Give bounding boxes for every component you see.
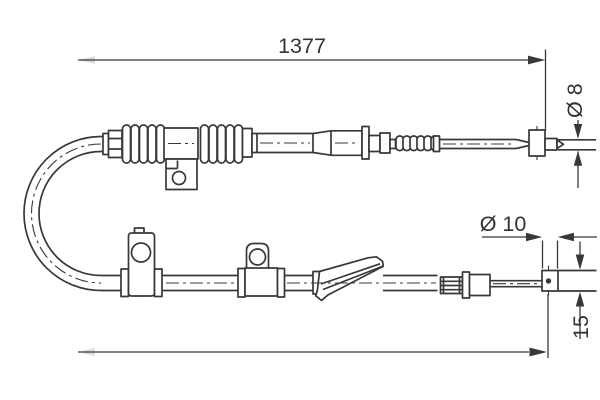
center-body <box>163 127 199 191</box>
dimension-label-overall-length: 1377 <box>278 34 326 58</box>
cable-end-block <box>541 265 597 296</box>
dimension-lower-end-fitting-length: 15 <box>569 241 593 339</box>
dimension-upper-end-diameter: Ø 8 <box>563 83 587 188</box>
upper-cable-assembly <box>23 124 596 292</box>
bracket-hole <box>171 170 187 186</box>
lower-cable-assembly <box>120 227 597 302</box>
cable-adjuster <box>439 271 491 299</box>
inner-cable-upper <box>439 138 530 150</box>
dimension-bottom-length <box>78 294 549 358</box>
bellows-boot-right <box>199 124 244 164</box>
cable-curve <box>23 135 122 292</box>
dimension-label-upper-end-diameter: Ø 8 <box>563 83 587 118</box>
bellows-boot-left <box>121 124 166 164</box>
clamp-bracket-1 <box>120 227 163 298</box>
conduit-tube <box>241 125 397 160</box>
lower-tube-1 <box>162 274 238 292</box>
crimped-bead-section <box>395 135 441 153</box>
hex-fitting <box>102 129 123 159</box>
cable-end-barrel <box>528 126 596 160</box>
equalizer-lever <box>314 255 385 302</box>
dimension-overall-length: 1377 <box>78 34 547 131</box>
clamp-bracket-2 <box>237 242 286 298</box>
dimension-lower-end-diameter: Ø 10 <box>480 212 597 269</box>
dimension-label-lower-end-diameter: Ø 10 <box>480 212 527 236</box>
dimension-label-lower-end-fitting-length: 15 <box>569 315 593 339</box>
clamp-1-hole <box>130 242 152 263</box>
ferrule-flange <box>361 125 370 160</box>
clamp-2-hole <box>248 248 267 266</box>
inner-cable-lower <box>490 279 542 288</box>
